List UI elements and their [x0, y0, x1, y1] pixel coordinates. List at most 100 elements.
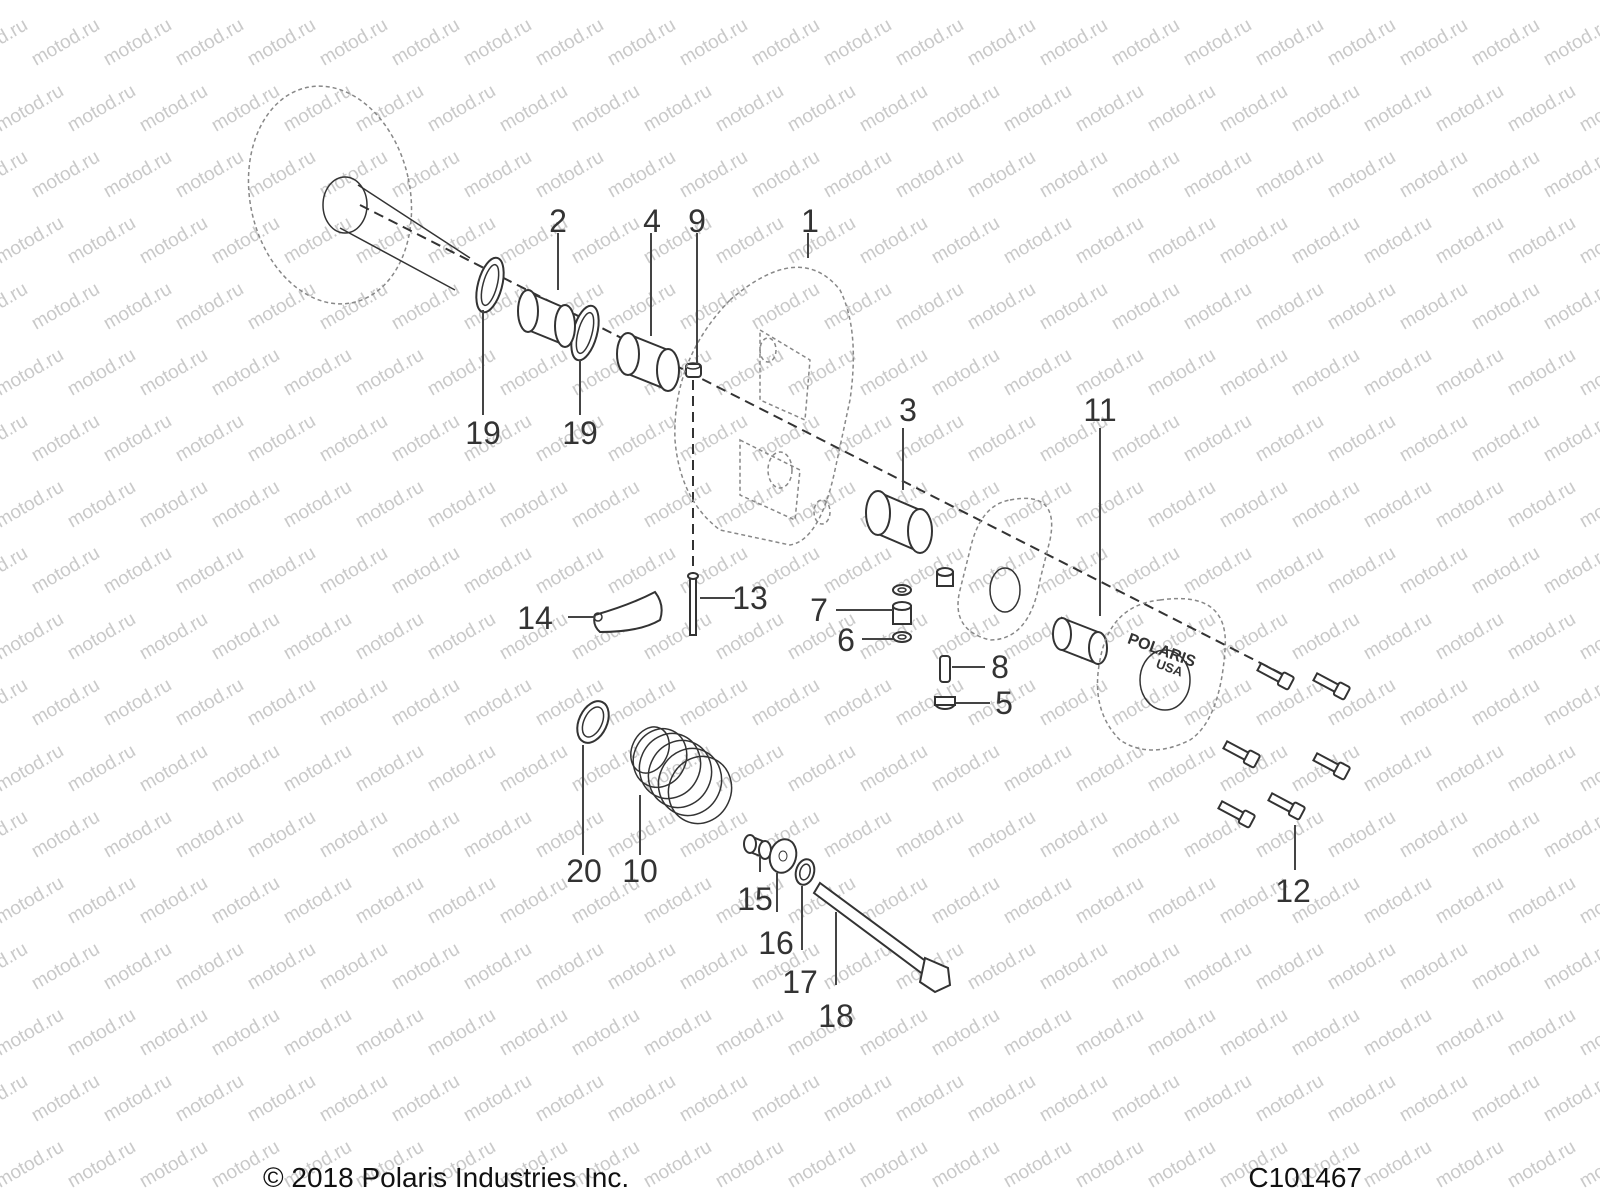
watermark-text: motod.ru: [316, 147, 391, 203]
watermark-text: motod.ru: [100, 15, 175, 71]
watermark-text: motod.ru: [1576, 0, 1600, 4]
drawing-number: C101467: [1248, 1162, 1362, 1193]
watermark-text: motod.ru: [856, 741, 931, 797]
watermark-text: motod.ru: [784, 873, 859, 929]
watermark-text: motod.ru: [388, 411, 463, 467]
watermark-text: motod.ru: [1000, 81, 1075, 137]
watermark-text: motod.ru: [1396, 147, 1471, 203]
watermark-text: motod.ru: [1432, 477, 1507, 533]
watermark-text: motod.ru: [0, 411, 31, 467]
watermark-text: motod.ru: [352, 609, 427, 665]
watermark-text: motod.ru: [1288, 213, 1363, 269]
watermark-text: motod.ru: [64, 81, 139, 137]
watermark-text: motod.ru: [100, 675, 175, 731]
watermark-text: motod.ru: [1072, 1137, 1147, 1193]
watermark-text: motod.ru: [0, 675, 31, 731]
watermark-text: motod.ru: [1540, 543, 1600, 599]
watermark-text: motod.ru: [1576, 1005, 1600, 1061]
watermark-text: motod.ru: [568, 0, 643, 4]
watermark-text: motod.ru: [1468, 411, 1543, 467]
watermark-text: motod.ru: [928, 741, 1003, 797]
watermark-text: motod.ru: [0, 1071, 31, 1127]
watermark-text: motod.ru: [1432, 213, 1507, 269]
snap-ring-part-19a: [475, 256, 505, 314]
watermark-text: motod.ru: [748, 147, 823, 203]
watermark-text: motod.ru: [748, 279, 823, 335]
watermark-text: motod.ru: [28, 1071, 103, 1127]
watermark-text: motod.ru: [1072, 741, 1147, 797]
watermark-text: motod.ru: [1072, 873, 1147, 929]
watermark-text: motod.ru: [1180, 1071, 1255, 1127]
nut-part-9: [685, 362, 702, 378]
watermark-text: motod.ru: [1468, 147, 1543, 203]
watermark-text: motod.ru: [64, 1005, 139, 1061]
watermark-text: motod.ru: [100, 147, 175, 203]
watermark-text: motod.ru: [1324, 939, 1399, 995]
watermark-text: motod.ru: [604, 147, 679, 203]
watermark-text: motod.ru: [1252, 279, 1327, 335]
watermark-text: motod.ru: [1396, 807, 1471, 863]
watermark-text: motod.ru: [784, 345, 859, 401]
callout-12: 12: [1275, 873, 1311, 909]
watermark-text: motod.ru: [28, 411, 103, 467]
watermark-text: motod.ru: [1576, 1137, 1600, 1193]
watermark-text: motod.ru: [244, 939, 319, 995]
watermark-text: motod.ru: [1468, 807, 1543, 863]
watermark-text: motod.ru: [712, 609, 787, 665]
watermark-text: motod.ru: [208, 0, 283, 4]
watermark-text: motod.ru: [172, 411, 247, 467]
watermark-text: motod.ru: [244, 15, 319, 71]
watermark-text: motod.ru: [388, 147, 463, 203]
watermark-text: motod.ru: [496, 0, 571, 4]
callout-19-b: 19: [562, 415, 598, 451]
watermark-text: motod.ru: [928, 0, 1003, 4]
watermark-text: motod.ru: [208, 741, 283, 797]
watermark-text: motod.ru: [1000, 1005, 1075, 1061]
watermark-text: motod.ru: [784, 0, 859, 4]
watermark-text: motod.ru: [1540, 279, 1600, 335]
watermark-text: motod.ru: [1252, 411, 1327, 467]
watermark-text: motod.ru: [856, 345, 931, 401]
callout-9: 9: [688, 203, 706, 239]
watermark-text: motod.ru: [1504, 477, 1579, 533]
watermark-text: motod.ru: [928, 1005, 1003, 1061]
watermark-text: motod.ru: [172, 279, 247, 335]
callout-13: 13: [732, 580, 768, 616]
copyright-notice: © 2018 Polaris Industries Inc.: [263, 1162, 630, 1193]
watermark-text: motod.ru: [676, 411, 751, 467]
lock-washer-part-17: [794, 858, 816, 886]
watermark-text: motod.ru: [1000, 741, 1075, 797]
callout-5: 5: [995, 685, 1013, 721]
watermark-text: motod.ru: [424, 213, 499, 269]
watermark-text: motod.ru: [100, 807, 175, 863]
watermark-text: motod.ru: [388, 675, 463, 731]
watermark-text: motod.ru: [136, 609, 211, 665]
watermark-text: motod.ru: [1360, 0, 1435, 4]
watermark-text: motod.ru: [1360, 1137, 1435, 1193]
watermark-text: motod.ru: [496, 741, 571, 797]
watermark-text: motod.ru: [280, 345, 355, 401]
watermark-text: motod.ru: [1288, 345, 1363, 401]
watermark-text: motod.ru: [208, 477, 283, 533]
watermark-text: motod.ru: [460, 675, 535, 731]
watermark-text: motod.ru: [1036, 1071, 1111, 1127]
watermark-text: motod.ru: [1396, 15, 1471, 71]
watermark-text: motod.ru: [604, 543, 679, 599]
watermark-text: motod.ru: [496, 1005, 571, 1061]
watermark-text: motod.ru: [532, 147, 607, 203]
watermark-text: motod.ru: [1036, 939, 1111, 995]
watermark-text: motod.ru: [280, 477, 355, 533]
watermark-text: motod.ru: [1252, 939, 1327, 995]
watermark-text: motod.ru: [0, 543, 31, 599]
watermark-text: motod.ru: [1288, 1005, 1363, 1061]
watermark-text: motod.ru: [748, 411, 823, 467]
watermark-text: motod.ru: [1432, 741, 1507, 797]
callout-11: 11: [1083, 392, 1116, 428]
ring-part-20: [576, 700, 610, 744]
callout-10: 10: [622, 853, 658, 889]
watermark-text: motod.ru: [1576, 81, 1600, 137]
watermark-text: motod.ru: [352, 0, 427, 4]
watermark-text: motod.ru: [892, 147, 967, 203]
